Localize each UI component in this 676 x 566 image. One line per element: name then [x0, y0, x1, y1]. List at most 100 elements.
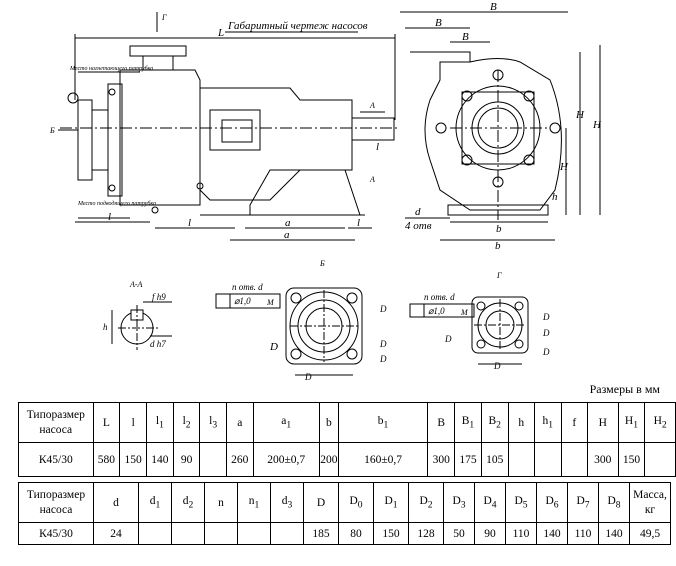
table-cell	[171, 522, 205, 545]
dim-D5-G: D	[542, 347, 550, 357]
table-cell: 200	[318, 442, 339, 477]
units-note: Размеры в мм	[589, 382, 660, 396]
dim-b: b	[495, 240, 501, 252]
table-cell: 150	[119, 442, 148, 477]
note-4-holes: 4 отв	[405, 220, 432, 232]
table-cell: 300	[586, 442, 619, 477]
table-cell: 80	[338, 522, 374, 545]
dim-dh7: d h7	[150, 339, 166, 349]
dim-L: L	[217, 27, 224, 39]
table-header-d3: d3	[270, 482, 304, 523]
dim-D0-B: D	[304, 372, 312, 380]
dim-l1: l	[188, 217, 191, 229]
dim-a1: a	[285, 217, 291, 229]
view-label-B: Б	[319, 259, 325, 268]
table-cell	[204, 522, 238, 545]
table-cell	[138, 522, 172, 545]
table-cell: 200±0,7	[252, 442, 320, 477]
table-header-D7: D7	[567, 482, 599, 523]
table-cell: 140	[598, 522, 630, 545]
table-header-D2: D2	[408, 482, 444, 523]
table-cell: К45/30	[18, 442, 94, 477]
table-header-f: f	[560, 402, 588, 443]
table-header-D4: D4	[474, 482, 506, 523]
dim-D2-B: D	[379, 339, 387, 349]
tol-M-B: M	[266, 298, 275, 307]
dim-H: H	[575, 109, 585, 121]
dim-h: h	[552, 191, 558, 203]
table-cell: 90	[172, 442, 201, 477]
table-cell: 300	[427, 442, 456, 477]
table-header-l: l	[119, 402, 148, 443]
table-header-d: d	[93, 482, 139, 523]
dim-D1-B: D	[379, 354, 387, 364]
dim-D6-G: D	[444, 334, 452, 344]
dim-D4-G: D	[542, 328, 550, 338]
table-header-b1: b1	[337, 402, 429, 443]
dim-l3: l	[376, 141, 379, 153]
dim-fh9: f h9	[152, 292, 166, 302]
table-cell: 140	[146, 442, 174, 477]
note-n-holes-d1: n отв. d	[232, 282, 263, 292]
table-header-d1: d1	[138, 482, 172, 523]
dim-h1: h	[103, 322, 108, 332]
dim-D8-B: D	[379, 304, 387, 314]
table-header-a: a	[225, 402, 254, 443]
dim-l2: l	[357, 217, 360, 229]
table-header-B1: B1	[454, 402, 482, 443]
table-cell: 49,5	[629, 522, 671, 545]
view-label-G: Г	[496, 271, 502, 280]
table-header-D1: D1	[373, 482, 409, 523]
table-header-B: B	[427, 402, 456, 443]
dim-B1: B	[435, 17, 442, 29]
table-cell: 580	[92, 442, 121, 477]
table-cell: 105	[480, 442, 509, 477]
table-cell: 175	[454, 442, 482, 477]
dim-B2: B	[462, 31, 469, 43]
table-cell: 150	[617, 442, 646, 477]
table-header-D3: D3	[443, 482, 475, 523]
table-header-H1: H1	[617, 402, 646, 443]
table-cell: 90	[474, 522, 506, 545]
table-cell: 185	[303, 522, 339, 545]
table-header-l2: l2	[172, 402, 201, 443]
table-cell	[560, 442, 588, 477]
table-header-b: b	[318, 402, 339, 443]
table-header-D6: D6	[536, 482, 568, 523]
table-header-h1: h1	[534, 402, 562, 443]
dim-d3: d	[415, 206, 421, 218]
dim-D7-G: D	[493, 361, 501, 371]
dim-H1: H	[559, 161, 569, 173]
table-header-D0: D0	[338, 482, 374, 523]
dim-H2: H	[592, 119, 602, 131]
tol-B: ⌀1,0	[234, 296, 251, 306]
table-header-a1: a1	[252, 402, 320, 443]
table-cell	[534, 442, 562, 477]
table-cell: К45/30	[18, 522, 94, 545]
table-cell: 140	[536, 522, 568, 545]
table-cell	[507, 442, 536, 477]
table-header-L: L	[92, 402, 121, 443]
table-header-D: D	[303, 482, 339, 523]
table-header-n1: n1	[237, 482, 271, 523]
section-label-AA: А-А	[129, 280, 143, 289]
view-arrow-G: Г	[161, 13, 167, 22]
table-cell: 50	[443, 522, 475, 545]
table-cell: 160±0,7	[337, 442, 429, 477]
pump-dimension-drawing: Габаритный чертеж насосов L Г Б A A	[49, 1, 602, 380]
table-header-B2: B2	[480, 402, 509, 443]
tol-M-G: M	[460, 308, 469, 317]
table-header-l1: l1	[146, 402, 174, 443]
table-header-l3: l3	[199, 402, 227, 443]
note-n1-holes-d2: n отв. d	[424, 292, 455, 302]
table-cell	[644, 442, 676, 477]
table-cell: 24	[93, 522, 139, 545]
table-cell: 260	[225, 442, 254, 477]
section-arrow-A-bottom: A	[369, 175, 375, 184]
